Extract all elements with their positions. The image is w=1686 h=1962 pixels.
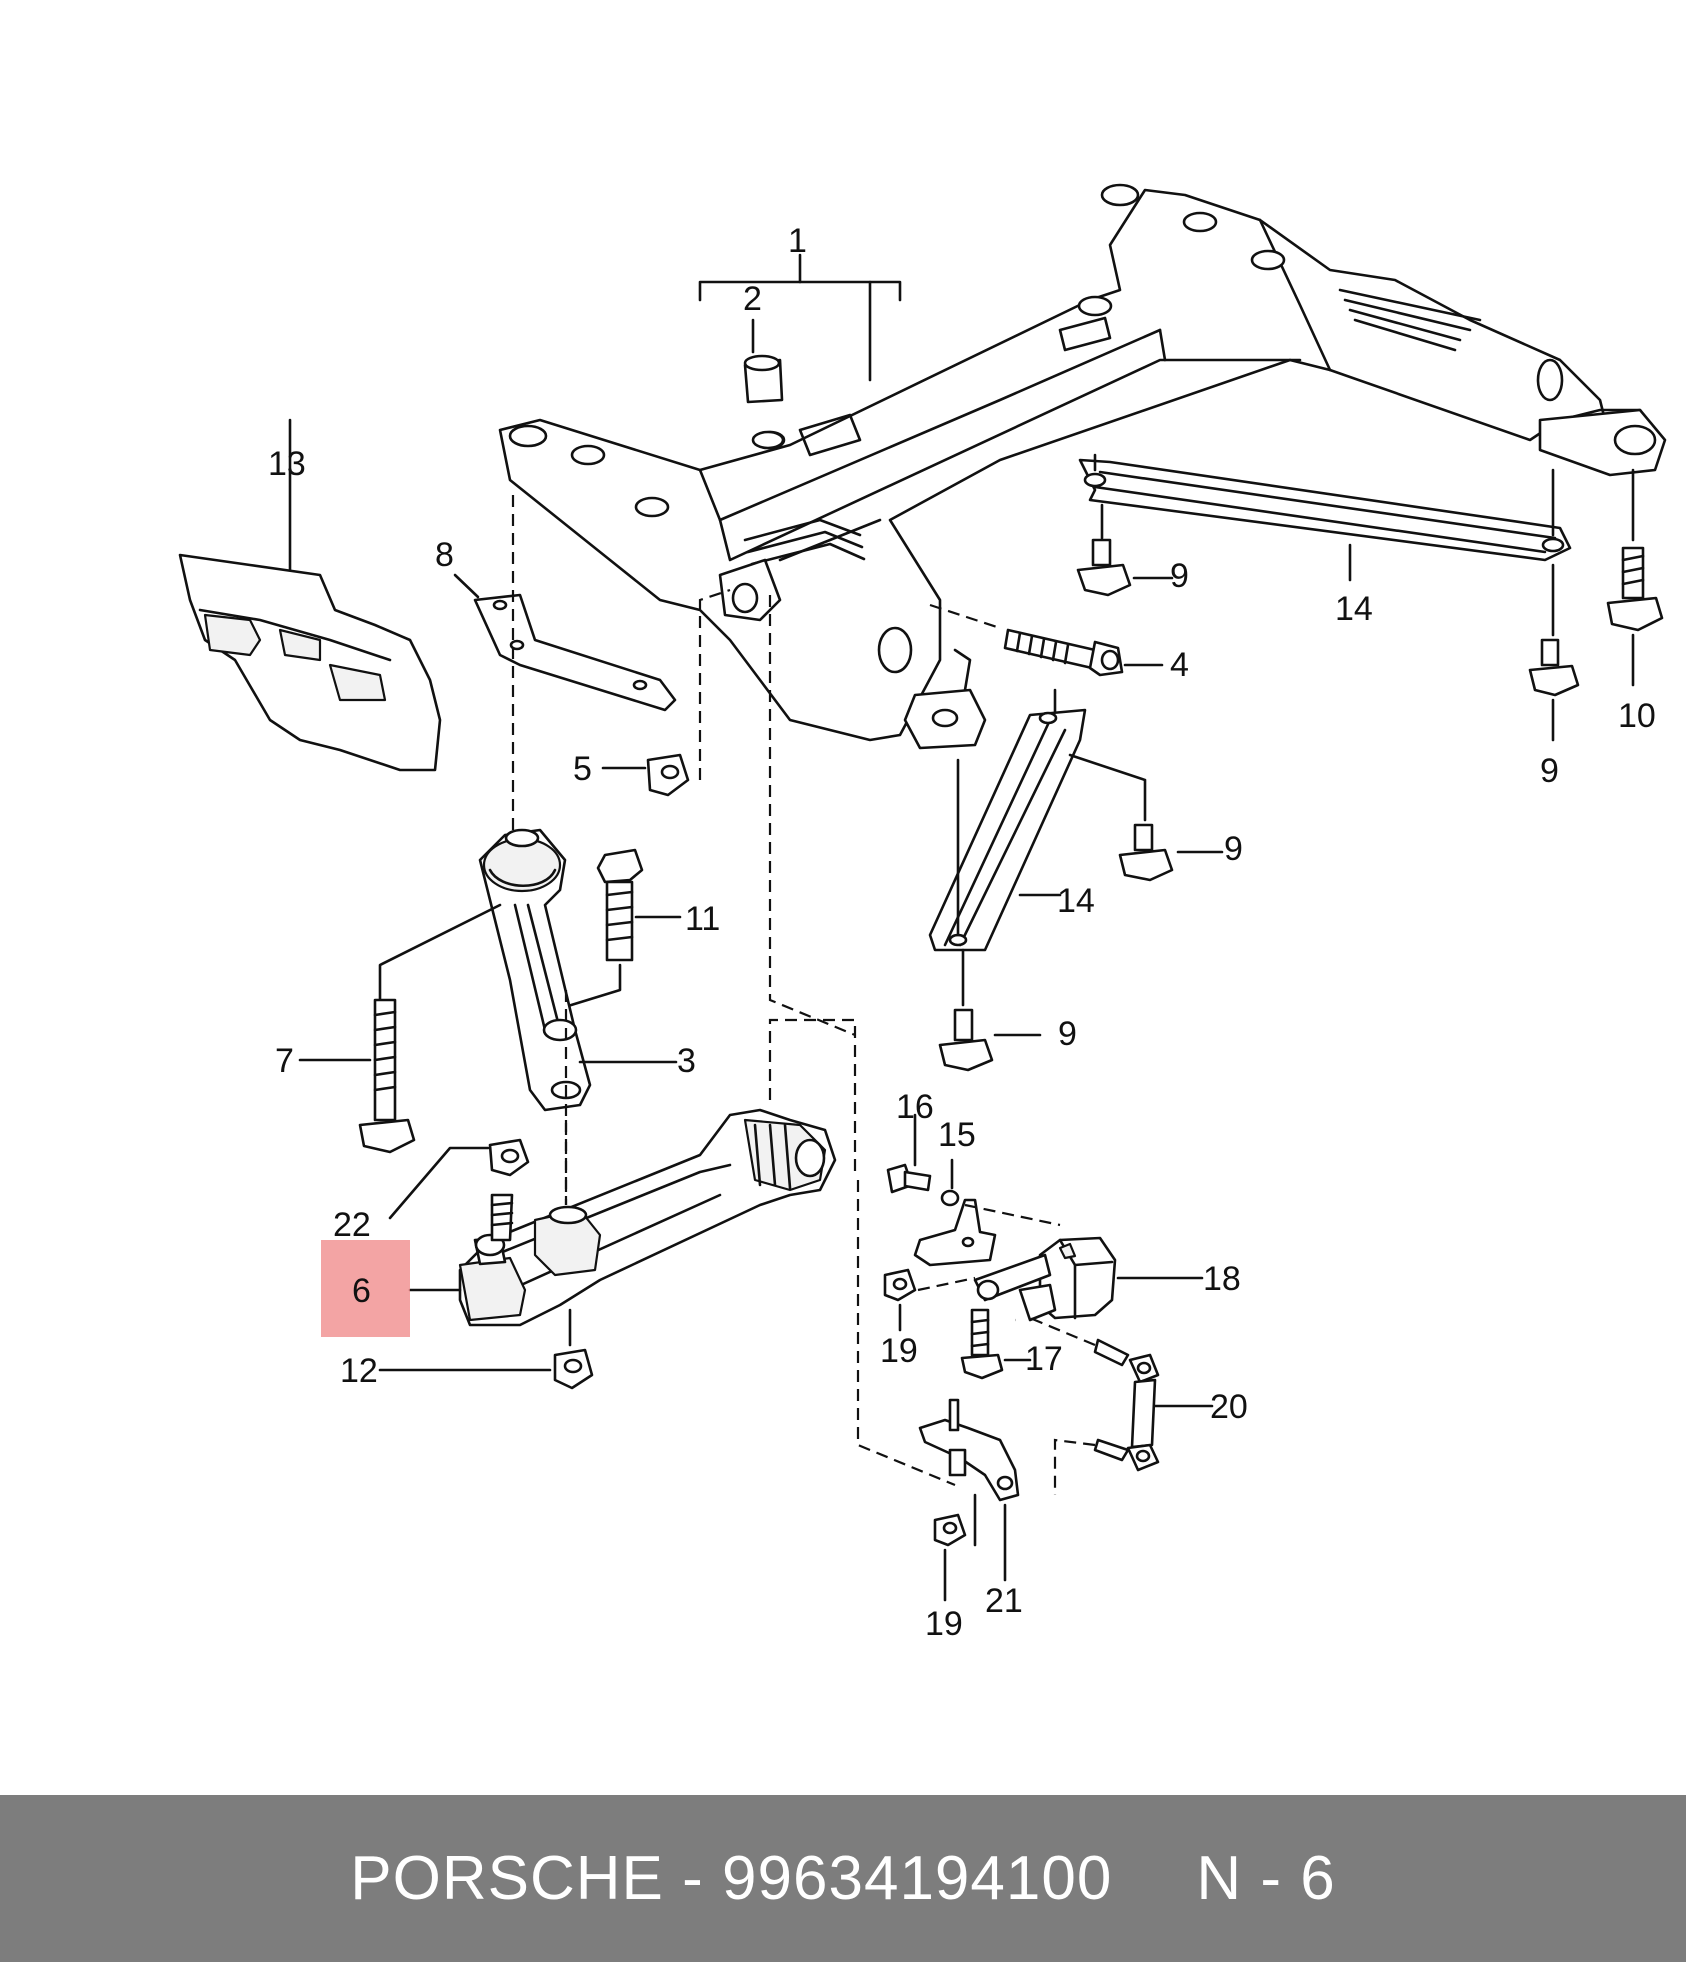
- part-16-screw: [886, 1113, 932, 1194]
- callout-19[interactable]: 19: [925, 1605, 963, 1643]
- part-13-heat-shield: [178, 418, 442, 772]
- callout-13[interactable]: 13: [268, 445, 306, 483]
- callout-18[interactable]: 18: [1203, 1260, 1241, 1298]
- part-5-nut: [601, 588, 731, 797]
- part-21-lower-bracket: [856, 1180, 1020, 1582]
- part-14-brace-middle: [928, 688, 1087, 952]
- callout-11[interactable]: 11: [685, 900, 720, 938]
- callout-14[interactable]: 14: [1335, 590, 1373, 628]
- diagram-position: N - 6: [1196, 1844, 1336, 1913]
- part-10-bolt: [1606, 468, 1664, 687]
- callout-2[interactable]: 2: [743, 280, 762, 318]
- part-6-control-arm: [408, 1018, 857, 1347]
- part-4-bolt: [929, 603, 1164, 677]
- callout-14[interactable]: 14: [1057, 882, 1095, 920]
- callout-20[interactable]: 20: [1210, 1388, 1248, 1426]
- part-22-nut: [388, 1138, 530, 1220]
- callout-22[interactable]: 22: [333, 1206, 371, 1244]
- part-15-bracket: [913, 1158, 1061, 1267]
- callout-9[interactable]: 9: [1224, 830, 1243, 868]
- part-17-screw: [960, 1308, 1032, 1380]
- callout-16[interactable]: 16: [896, 1088, 934, 1126]
- part-9-bolts: [938, 503, 1580, 1072]
- callout-6[interactable]: 6: [352, 1272, 371, 1310]
- callout-5[interactable]: 5: [573, 750, 592, 788]
- callout-15[interactable]: 15: [938, 1116, 976, 1154]
- callout-21[interactable]: 21: [985, 1582, 1023, 1620]
- part-14-brace-right: [1078, 453, 1572, 582]
- callout-9[interactable]: 9: [1058, 1015, 1077, 1053]
- part-11-bolt: [553, 848, 682, 1012]
- part-18-level-sensor: [973, 1236, 1204, 1322]
- brand-name: PORSCHE: [350, 1844, 664, 1913]
- part-8-bracket-plate: [453, 495, 677, 830]
- callout-9[interactable]: 9: [1540, 752, 1559, 790]
- highlight-box: [321, 1240, 410, 1337]
- callout-8[interactable]: 8: [435, 536, 454, 574]
- part-number: 99634194100: [722, 1844, 1113, 1913]
- callout-1[interactable]: 1: [788, 222, 807, 260]
- part-info-footer: PORSCHE - 99634194100 N - 6: [0, 1795, 1686, 1962]
- callout-7[interactable]: 7: [275, 1042, 294, 1080]
- callout-10[interactable]: 10: [1618, 697, 1656, 735]
- callout-12[interactable]: 12: [340, 1352, 378, 1390]
- part-12-nut: [378, 1348, 594, 1390]
- part-7-bolt: [298, 998, 416, 1154]
- part-19-nuts: [883, 1268, 976, 1602]
- callout-17[interactable]: 17: [1025, 1340, 1063, 1378]
- callout-4[interactable]: 4: [1170, 646, 1189, 684]
- callout-9[interactable]: 9: [1170, 557, 1189, 595]
- callout-3[interactable]: 3: [677, 1042, 696, 1080]
- separator: -: [682, 1844, 704, 1913]
- callout-labels: 1 2 13 8 9 14 4 10 9 5 9 11 14 9 7 3 16 …: [268, 222, 1656, 1643]
- part-2-bushing: [743, 318, 785, 450]
- callout-19[interactable]: 19: [880, 1332, 918, 1370]
- assembly-line: [768, 595, 856, 1037]
- exploded-parts-diagram: 1 2 13 8 9 14 4 10 9 5 9 11 14 9 7 3 16 …: [178, 183, 1667, 1643]
- part-20-link-rod: [1029, 1316, 1214, 1495]
